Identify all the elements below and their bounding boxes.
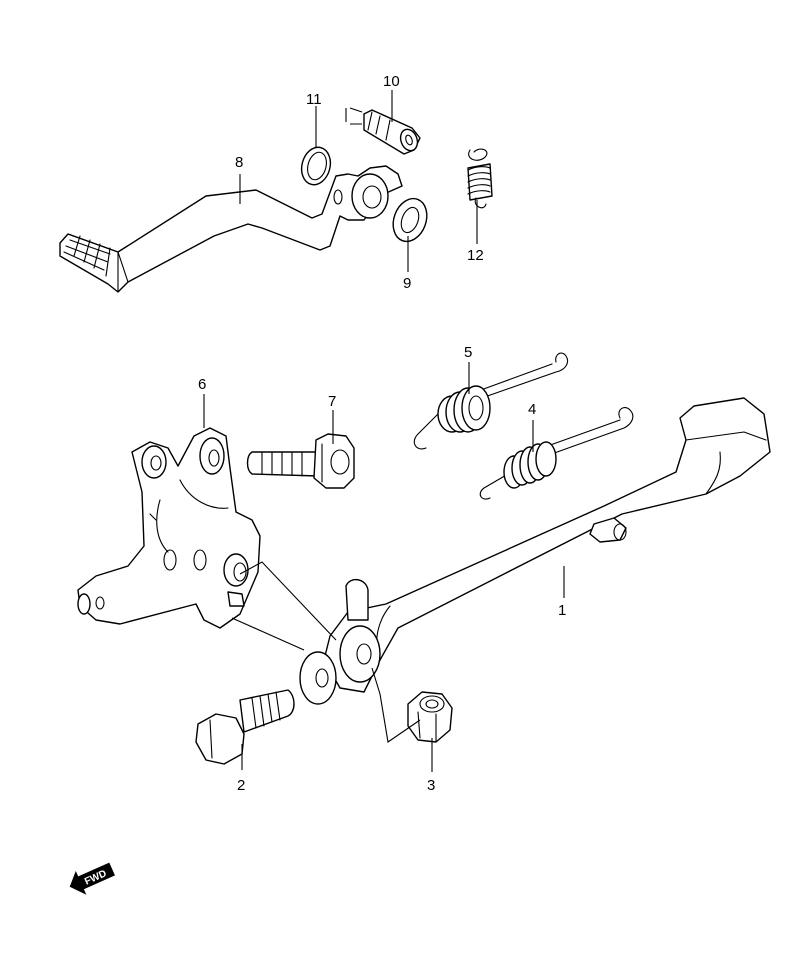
callout-11: 11 (306, 91, 322, 108)
part-12-spring (467, 148, 493, 209)
callout-2: 2 (237, 777, 245, 794)
callout-4: 4 (528, 401, 536, 418)
part-4-spring (479, 407, 634, 500)
part-1-side-stand (299, 397, 771, 705)
callout-10: 10 (383, 73, 400, 90)
part-6-bracket (77, 427, 261, 629)
fwd-arrow-icon (69, 862, 115, 895)
callout-12: 12 (467, 247, 484, 264)
part-5-spring (413, 352, 569, 450)
fwd-arrow-badge: FWD (69, 862, 115, 895)
callout-8: 8 (235, 154, 243, 171)
part-2-bolt (195, 689, 295, 765)
part-11-circlip (300, 146, 332, 186)
part-10-pin (345, 107, 421, 155)
callout-3: 3 (427, 777, 435, 794)
leader-lines (203, 90, 565, 772)
callout-1: 1 (558, 602, 566, 619)
fwd-label: FWD (83, 868, 108, 887)
callout-labels: 1 2 3 4 5 6 7 8 9 10 11 12 (198, 73, 566, 794)
callout-5: 5 (464, 344, 472, 361)
part-3-nut (407, 691, 453, 743)
callout-7: 7 (328, 393, 336, 410)
callout-6: 6 (198, 376, 206, 393)
part-9-washer (392, 197, 428, 243)
alignment-lines (231, 561, 421, 743)
part-8-pedal (59, 165, 403, 293)
part-7-bolt (246, 433, 355, 489)
callout-9: 9 (403, 275, 411, 292)
